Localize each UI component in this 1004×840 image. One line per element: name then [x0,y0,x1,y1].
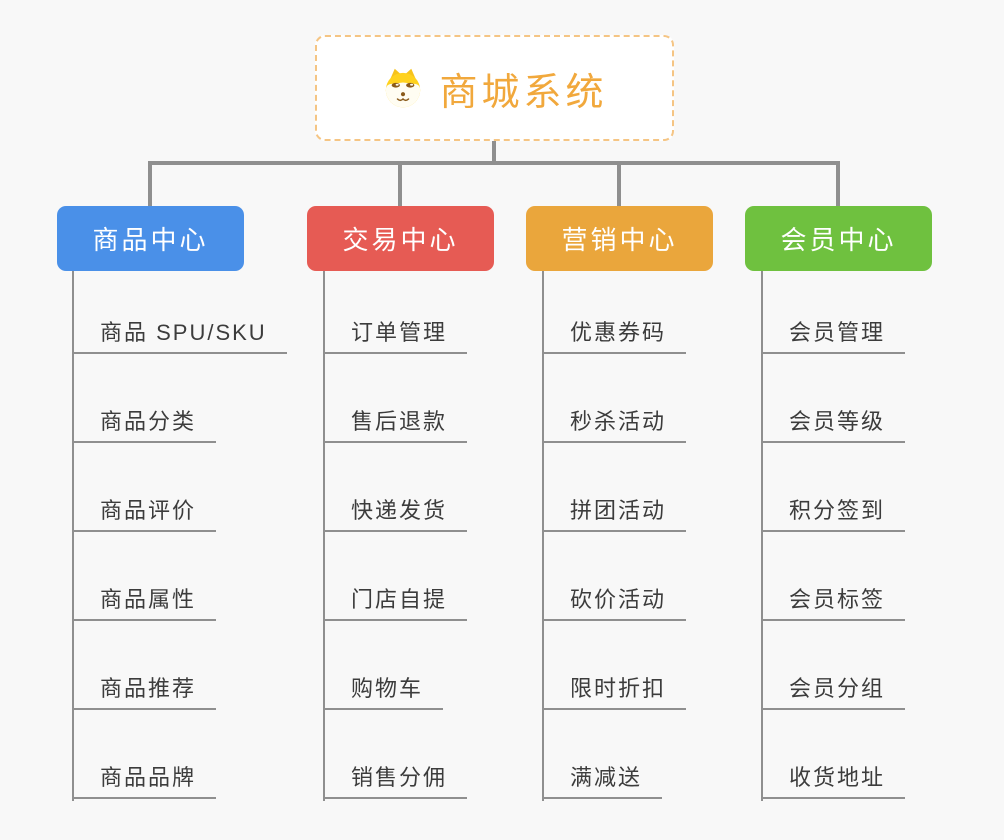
child-topic[interactable]: 快递发货 [323,498,468,532]
child-topic[interactable]: 收货地址 [761,765,906,799]
branch-topic-product[interactable]: 商品中心 [57,206,244,271]
child-topic[interactable]: 门店自提 [323,587,468,621]
child-topic[interactable]: 商品推荐 [72,676,217,710]
child-topic[interactable]: 商品品牌 [72,765,217,799]
child-topic[interactable]: 会员分组 [761,676,906,710]
branch-spine-line [323,271,325,801]
child-topic[interactable]: 订单管理 [323,320,468,354]
root-topic-label: 商城系统 [439,71,608,114]
branch-topic-marketing[interactable]: 营销中心 [526,206,713,271]
branch-drop-line [398,161,402,206]
branch-drop-line [836,161,840,206]
branch-drop-line [617,161,621,206]
child-topic[interactable]: 积分签到 [761,498,906,532]
child-topic[interactable]: 售后退款 [323,409,468,443]
child-topic[interactable]: 会员管理 [761,320,906,354]
branch-drop-line [148,161,152,206]
child-topic[interactable]: 商品评价 [72,498,217,532]
child-topic[interactable]: 秒杀活动 [542,409,687,443]
child-topic[interactable]: 砍价活动 [542,587,687,621]
branch-spine-line [72,271,74,801]
branch-rail-line [148,161,840,165]
child-topic[interactable]: 销售分佣 [323,765,468,799]
child-topic[interactable]: 满减送 [542,765,663,799]
child-topic[interactable]: 商品属性 [72,587,217,621]
child-topic[interactable]: 商品分类 [72,409,217,443]
child-topic[interactable]: 优惠券码 [542,320,687,354]
child-topic[interactable]: 拼团活动 [542,498,687,532]
root-connector-line [492,140,496,162]
child-topic[interactable]: 会员等级 [761,409,906,443]
branch-topic-member[interactable]: 会员中心 [745,206,932,271]
child-topic[interactable]: 购物车 [323,676,444,710]
branch-spine-line [542,271,544,801]
branch-spine-line [761,271,763,801]
root-topic[interactable]: 商城系统 [315,35,674,141]
child-topic[interactable]: 商品 SPU/SKU [72,320,287,354]
child-topic[interactable]: 限时折扣 [542,676,687,710]
dog-icon [386,68,421,108]
branch-topic-trade[interactable]: 交易中心 [307,206,494,271]
child-topic[interactable]: 会员标签 [761,587,906,621]
